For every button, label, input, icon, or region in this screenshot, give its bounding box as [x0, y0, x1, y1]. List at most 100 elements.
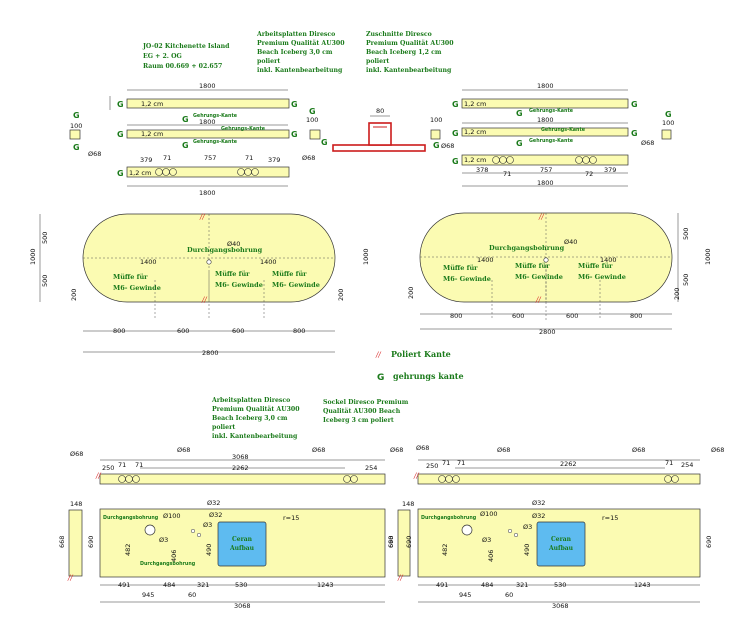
- note-line: Zuschnitte Diresco: [366, 31, 432, 38]
- end-piece: [69, 129, 81, 140]
- dim-1000: 1000: [362, 248, 370, 265]
- miter-mark: G: [433, 141, 440, 150]
- dim-1800: 1800: [537, 179, 554, 187]
- edge-label: Gehrungs-Kante: [541, 127, 586, 133]
- dim-value: 72: [585, 170, 593, 178]
- polished-mark: //: [199, 213, 205, 221]
- sleeve-label: M6- Gewinde: [113, 284, 161, 292]
- radius-label: r=15: [283, 514, 299, 522]
- note-line: Premium Qualität AU300: [366, 40, 454, 47]
- top-cuts-note: Zuschnitte Diresco Premium Qualität AU30…: [366, 31, 454, 74]
- dim-value: 378: [476, 166, 488, 174]
- dim-1800: 1800: [199, 189, 216, 197]
- note-line: Beach Iceberg 3,0 cm: [212, 415, 288, 422]
- dim-spacing: 530: [554, 581, 566, 589]
- miter-mark: G: [73, 143, 80, 152]
- hole-label: Ø100: [480, 510, 498, 518]
- through-hole-label: Durchgangsbohrung: [489, 244, 565, 252]
- hole-label: Ø32: [207, 499, 220, 507]
- section-profile: 80: [332, 107, 426, 152]
- end-piece: [430, 129, 441, 140]
- dim-690: 690: [87, 536, 95, 548]
- dim-500: 500: [41, 275, 49, 287]
- miter-symbol: G: [377, 373, 384, 383]
- strip-plate: [126, 98, 290, 109]
- hole-label: Ø68: [632, 446, 645, 454]
- dim-small: 254: [681, 461, 693, 469]
- note-line: poliert: [257, 58, 280, 65]
- dim-1400: 1400: [140, 258, 157, 266]
- miter-mark: G: [452, 157, 459, 166]
- sleeve-label: Müffe für: [578, 262, 613, 270]
- dim-100: 100: [430, 116, 442, 124]
- miter-mark: G: [117, 130, 124, 139]
- dim-200: 200: [70, 289, 78, 301]
- left-oval-plate: // // Durchgangsbohrung Ø40 1400 1400 Mü…: [29, 213, 370, 357]
- dim-small: 71: [135, 461, 143, 469]
- bottom-right-plate: 148 668 // 690 690 Durchgangsbohrung Ø10…: [387, 499, 713, 610]
- dim-1800: 1800: [199, 82, 216, 90]
- edge-label: Gehrungs-Kante: [529, 138, 574, 144]
- dim-200: 200: [407, 287, 415, 299]
- dim-500: 500: [682, 274, 690, 286]
- dim-value: 71: [163, 154, 171, 162]
- dim-690: 690: [387, 536, 395, 548]
- sleeve-label: Müffe für: [215, 270, 250, 278]
- dim-3068: 3068: [234, 602, 251, 610]
- dim-spacing: 800: [293, 327, 305, 335]
- hole-label: Ø3: [203, 521, 212, 529]
- hole-label: Ø3: [159, 536, 168, 544]
- cooktop-cutout: [536, 521, 586, 567]
- project-note: JO-02 Kitchenette Island EG + 2. OG Raum…: [142, 43, 230, 70]
- miter-mark: G: [291, 130, 298, 139]
- sleeve-label: Müffe für: [515, 262, 550, 270]
- dim-spacing: 600: [566, 312, 578, 320]
- miter-mark: G: [452, 100, 459, 109]
- note-line: Premium Qualität AU300: [212, 406, 300, 413]
- miter-mark: G: [309, 107, 316, 116]
- note-line: inkl. Kantenbearbeitung: [257, 67, 343, 74]
- note-line: inkl. Kantenbearbeitung: [212, 433, 298, 440]
- miter-mark: G: [516, 139, 523, 148]
- bottom-sockel-note: Sockel Diresco Premium Qualität AU300 Be…: [323, 399, 409, 424]
- dim-spacing: 530: [235, 581, 247, 589]
- dim-690: 690: [705, 536, 713, 548]
- dim-100: 100: [306, 116, 318, 124]
- right-strip-group: 1800 1,2 cm G G G Gehrungs-Kante 1800 1,…: [430, 82, 674, 187]
- dim-spacing: 321: [516, 581, 528, 589]
- hole-label: Ø68: [70, 450, 83, 458]
- hole-label: Ø68: [390, 446, 403, 454]
- sleeve-label: Müffe für: [272, 270, 307, 278]
- note-line: Arbeitsplatten Diresco: [211, 397, 290, 404]
- hole-label: Ø68: [312, 446, 325, 454]
- project-line: Raum 00.669 + 02.657: [143, 63, 222, 70]
- strip-plate: [99, 473, 386, 485]
- strip-plate: [417, 473, 701, 485]
- hole-label: Ø68: [441, 142, 454, 150]
- hole-label: Ø32: [532, 512, 545, 520]
- polished-mark: //: [397, 574, 403, 582]
- bottom-left-strip: 3068 2262 Ø68 Ø68 Ø68 Ø68 250 71 71 254 …: [70, 446, 403, 485]
- note-line: poliert: [212, 424, 235, 431]
- dim-1400: 1400: [600, 256, 617, 264]
- dim-2800: 2800: [539, 328, 556, 336]
- miter-mark: G: [73, 111, 80, 120]
- strip-thickness: 1,2 cm: [464, 156, 486, 164]
- through-hole-label: Durchgangsbohrung: [103, 515, 159, 521]
- dim-value: 379: [604, 166, 616, 174]
- hole-label: Ø32: [532, 499, 545, 507]
- strip-plate: [126, 129, 290, 139]
- dim-spacing: 800: [113, 327, 125, 335]
- left-strip-group: 1800 1,2 cm G G G Gehrungs-Kante 1800 1,…: [69, 82, 328, 197]
- project-line: JO-02 Kitchenette Island: [142, 43, 230, 50]
- dim-small: 250: [102, 464, 114, 472]
- dim-1000: 1000: [704, 248, 712, 265]
- dim-value: 757: [204, 154, 216, 162]
- bottom-plates-note: Arbeitsplatten Diresco Premium Qualität …: [211, 397, 300, 440]
- dim-2262: 2262: [560, 460, 577, 468]
- hole-label: Ø68: [416, 444, 429, 452]
- dim-1400: 1400: [260, 258, 277, 266]
- dim-spacing: 1243: [317, 581, 334, 589]
